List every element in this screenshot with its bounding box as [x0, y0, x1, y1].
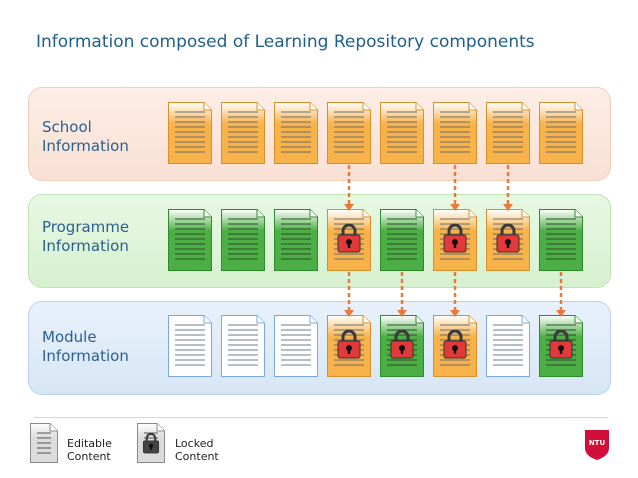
- school-information-label: School Information: [42, 118, 129, 155]
- padlock-icon: [496, 223, 520, 253]
- programme-document-8: [539, 209, 583, 271]
- module-document-5-locked: [380, 315, 424, 377]
- module-document-7: [486, 315, 530, 377]
- arrow-programme-to-module-col-6: [450, 272, 460, 321]
- arrow-school-to-programme-col-4: [344, 165, 354, 215]
- module-document-6-locked: [433, 315, 477, 377]
- module-document-2: [221, 315, 265, 377]
- diagram-title: Information composed of Learning Reposit…: [36, 32, 535, 52]
- programme-document-5: [380, 209, 424, 271]
- padlock-icon: [549, 329, 573, 359]
- legend-locked-label: Locked Content: [175, 437, 219, 463]
- padlock-icon: [337, 329, 361, 359]
- legend-divider: [34, 417, 608, 418]
- programme-document-6-locked: [433, 209, 477, 271]
- module-document-3: [274, 315, 318, 377]
- module-document-1: [168, 315, 212, 377]
- arrow-school-to-programme-col-6: [450, 165, 460, 215]
- arrow-programme-to-module-col-8: [556, 272, 566, 321]
- school-document-5: [380, 102, 424, 164]
- legend-editable-label: Editable Content: [67, 437, 112, 463]
- module-document-8-locked: [539, 315, 583, 377]
- school-document-4: [327, 102, 371, 164]
- padlock-icon: [390, 329, 414, 359]
- module-document-4-locked: [327, 315, 371, 377]
- arrow-programme-to-module-col-4: [344, 272, 354, 321]
- school-document-6: [433, 102, 477, 164]
- school-document-1: [168, 102, 212, 164]
- padlock-icon: [443, 223, 467, 253]
- programme-document-4-locked: [327, 209, 371, 271]
- arrow-programme-to-module-col-5: [397, 272, 407, 321]
- editable-document-icon: [30, 423, 58, 463]
- school-document-3: [274, 102, 318, 164]
- ntu-logo-text: NTU: [589, 439, 606, 447]
- locked-document-icon: [137, 423, 165, 463]
- programme-document-7-locked: [486, 209, 530, 271]
- module-information-label: Module Information: [42, 328, 129, 365]
- padlock-icon: [142, 432, 160, 454]
- school-document-2: [221, 102, 265, 164]
- programme-document-1: [168, 209, 212, 271]
- school-document-8: [539, 102, 583, 164]
- programme-document-2: [221, 209, 265, 271]
- school-document-7: [486, 102, 530, 164]
- programme-information-label: Programme Information: [42, 218, 130, 255]
- padlock-icon: [337, 223, 361, 253]
- programme-document-3: [274, 209, 318, 271]
- arrow-school-to-programme-col-7: [503, 165, 513, 215]
- padlock-icon: [443, 329, 467, 359]
- ntu-logo: NTU: [585, 430, 609, 464]
